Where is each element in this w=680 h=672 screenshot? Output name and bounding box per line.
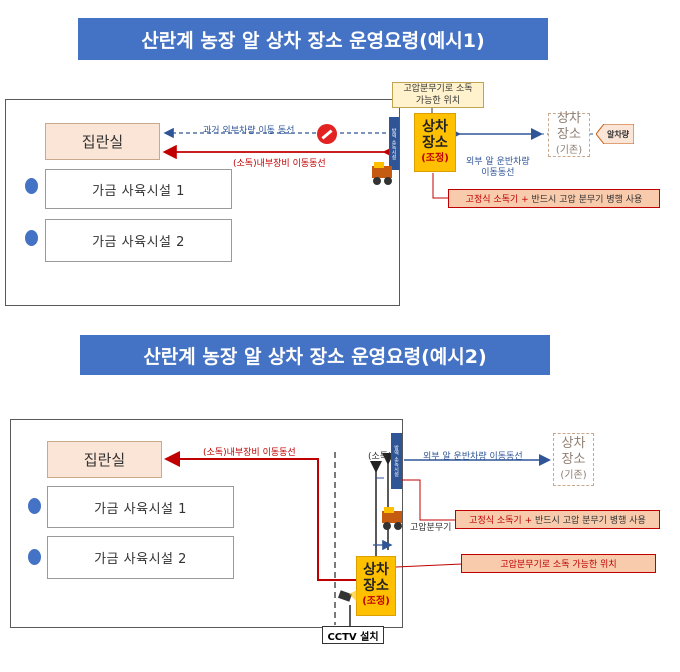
- ext-route-line-1: 외부 알 운반차량: [466, 157, 530, 167]
- marker-dot-2: [25, 230, 38, 246]
- sprayer-vehicle-icon-1: [368, 160, 396, 186]
- ext-route-line-2: 이동동선: [481, 168, 515, 178]
- sprayer-vehicle-icon-2: [378, 505, 406, 531]
- loading-area-new-2: 상차 장소 (조정): [356, 556, 396, 616]
- poultry-house-2-1: 가금 사육시설 2: [45, 219, 232, 262]
- example1-title: 산란계 농장 알 상차 장소 운영요령(예시1): [78, 18, 548, 60]
- warning-note-1: 고정식 소독기 + 반드시 고압 분무기 병행 사용: [448, 189, 660, 208]
- egg-truck-arrow: [596, 124, 634, 144]
- new-load2-text-b: 장소: [363, 578, 389, 594]
- camera-icon: [337, 590, 357, 602]
- spray-position-label-1: 고압분무기로 소독 가능한 위치: [392, 82, 484, 108]
- note-black-2: 반드시 고압 분무기 병행 사용: [535, 516, 646, 526]
- marker-dot-1: [25, 178, 38, 194]
- pos-pointer-2: [395, 563, 463, 568]
- old-load-text-b: 장소: [557, 127, 581, 142]
- old-load2-text-b: 장소: [561, 451, 586, 467]
- note-red-1: 고정식 소독기 +: [465, 195, 529, 205]
- disinf-label-2: (소독): [368, 452, 392, 462]
- marker-dot-4: [28, 549, 41, 565]
- warning-note-2: 고정식 소독기 + 반드시 고압 분무기 병행 사용: [455, 510, 660, 529]
- old-load-sub: (기존): [555, 145, 583, 156]
- poultry-house-1-1: 가금 사육시설 1: [45, 169, 232, 209]
- egg-collection-room-2: 집란실: [47, 441, 162, 478]
- cctv-label: CCTV 설치: [322, 626, 384, 644]
- external-route-label-1: 외부 알 운반차량 이동동선: [466, 157, 530, 179]
- note-black-1: 반드시 고압 분무기 병행 사용: [531, 195, 643, 205]
- disinfection-facility-1: 방역 소독시설: [389, 117, 399, 170]
- new-load2-text-a: 상차: [363, 562, 389, 578]
- new-load2-sub: (조정): [362, 596, 390, 607]
- loading-area-old-1: 상차 장소 (기존): [548, 111, 590, 157]
- note-pointer-1: [432, 173, 448, 199]
- marker-dot-3: [28, 498, 41, 514]
- poultry-house-1-2: 가금 사육시설 1: [47, 486, 234, 528]
- old-load2-sub: (기존): [560, 469, 587, 481]
- loading-area-old-2: 상차 장소 (기존): [553, 433, 594, 486]
- loading-area-new-1: 상차 장소 (조정): [414, 113, 456, 172]
- spray-position-line-2: 가능한 위치: [415, 96, 461, 106]
- note-pointer-2: [399, 479, 455, 521]
- spray-position-line-1: 고압분무기로 소독: [403, 84, 473, 94]
- egg-truck-label: 알차량: [607, 130, 630, 139]
- note-red-2: 고정식 소독기 +: [469, 516, 533, 526]
- egg-collection-room-1: 집란실: [45, 123, 160, 160]
- new-load-sub: (조정): [421, 152, 449, 164]
- new-load-text-b: 장소: [422, 134, 448, 151]
- example2-title: 산란계 농장 알 상차 장소 운영요령(예시2): [80, 335, 550, 375]
- internal-route-label-1: (소독)내부장비 이동동선: [233, 159, 326, 169]
- internal-route-label-2: (소독)내부장비 이동동선: [203, 448, 296, 458]
- no-entry-icon: [317, 124, 337, 144]
- old-load2-text-a: 상차: [561, 435, 586, 451]
- spray-position-label-2: 고압분무기로 소독 가능한 위치: [461, 554, 656, 573]
- past-route-label: 과거 외부차량 이동 동선: [203, 126, 295, 136]
- poultry-house-2-2: 가금 사육시설 2: [47, 536, 234, 579]
- sprayer-label: 고압분무기: [410, 523, 452, 533]
- disinfection-facility-2: 방역 소독시설: [391, 433, 402, 489]
- new-load-text-a: 상차: [422, 118, 448, 135]
- external-route-label-2: 외부 알 운반차량 이동동선: [423, 452, 523, 462]
- internal-route-line-2: [164, 451, 356, 581]
- old-load-text-a: 상차: [557, 111, 581, 126]
